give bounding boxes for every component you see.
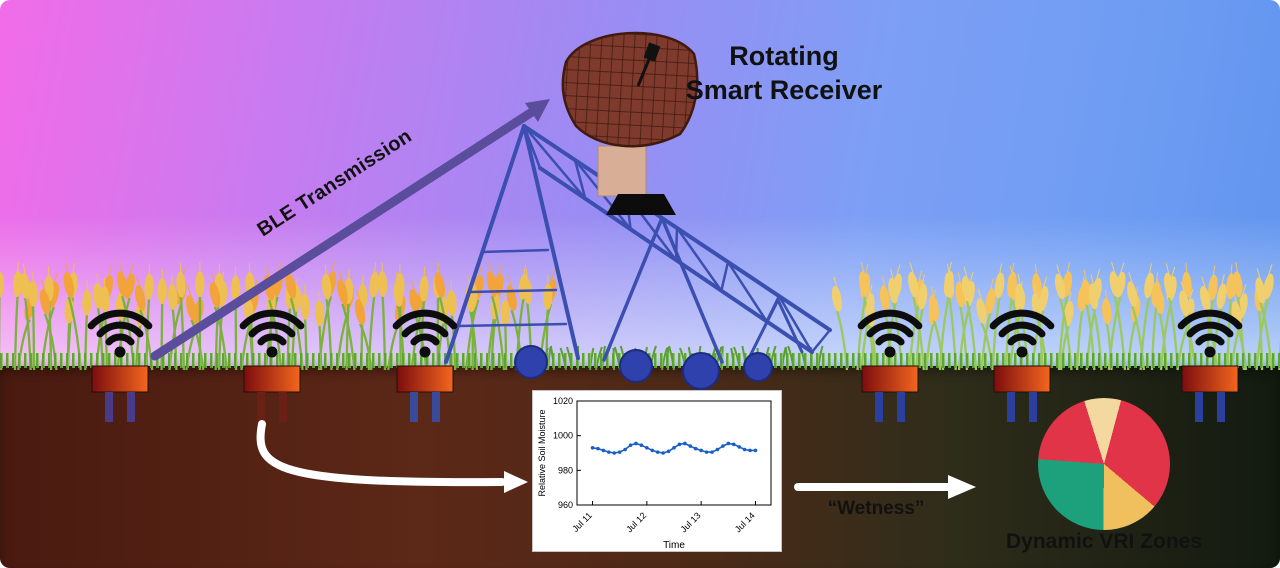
wifi-icon <box>875 333 905 346</box>
svg-text:1000: 1000 <box>553 431 573 441</box>
receiver-label: Rotating Smart Receiver <box>658 40 910 108</box>
ble-arrow-head <box>525 99 550 122</box>
receiver-electronics-box <box>597 145 647 197</box>
receiver-label-line1: Rotating <box>729 41 839 71</box>
wifi-icon <box>239 309 305 330</box>
grass-strip <box>0 353 1280 368</box>
wifi-icon <box>96 321 144 338</box>
wifi-icon <box>410 333 440 346</box>
svg-text:Jul 11: Jul 11 <box>570 510 594 534</box>
svg-text:980: 980 <box>558 465 573 475</box>
wetness-label: “Wetness” <box>827 498 925 519</box>
wifi-icon <box>1195 333 1225 346</box>
wifi-icon <box>401 321 449 338</box>
wifi-icon <box>1007 333 1037 346</box>
wifi-icon <box>998 321 1046 338</box>
vri-zones-pie-chart <box>1038 398 1170 530</box>
svg-text:Jul 13: Jul 13 <box>679 510 703 534</box>
svg-text:Jul 12: Jul 12 <box>624 510 648 534</box>
vri-zones-label: Dynamic VRI Zones <box>1005 530 1203 553</box>
ble-transmission-label: BLE Transmission <box>253 125 416 242</box>
wifi-icon <box>87 309 153 330</box>
moisture-series-line <box>592 442 756 454</box>
wifi-icon <box>257 333 287 346</box>
receiver-mount-cone <box>606 194 676 215</box>
svg-text:Jul 14: Jul 14 <box>733 510 757 534</box>
svg-text:960: 960 <box>558 500 573 510</box>
wifi-icon <box>989 309 1055 330</box>
wifi-icon <box>392 309 458 330</box>
svg-text:1020: 1020 <box>553 396 573 406</box>
wifi-icon <box>1186 321 1234 338</box>
wifi-icon <box>1177 309 1243 330</box>
svg-text:Relative Soil Moisture: Relative Soil Moisture <box>537 409 547 496</box>
wifi-icon <box>857 309 923 330</box>
svg-text:Time: Time <box>663 540 685 551</box>
ble-arrow <box>150 107 537 361</box>
wifi-icon <box>866 321 914 338</box>
receiver-label-line2: Smart Receiver <box>685 74 883 105</box>
wifi-icon <box>248 321 296 338</box>
wifi-icon <box>105 333 135 346</box>
